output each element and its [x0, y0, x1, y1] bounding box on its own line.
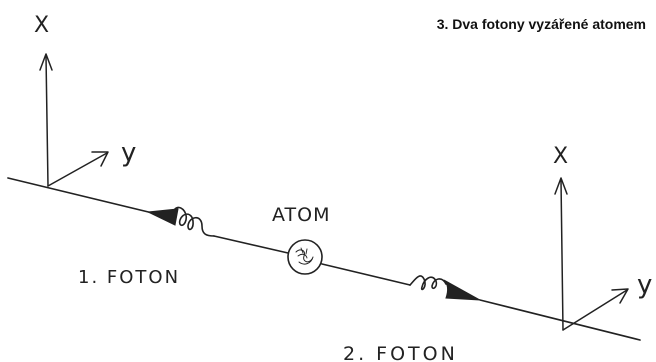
photon-2-wavepacket: [409, 275, 481, 301]
atom-label: ATOM: [272, 204, 330, 226]
right-y-arrowhead: [611, 288, 629, 304]
right-y-axis: [562, 289, 628, 331]
left-x-arrowhead: [39, 53, 53, 71]
right-x-arrowhead: [554, 177, 568, 195]
propagation-line: [7, 177, 641, 341]
left-y-label: y: [121, 138, 136, 168]
left-y-arrowhead: [91, 151, 109, 167]
left-axes: [39, 53, 109, 187]
right-axes: [554, 177, 629, 331]
left-x-label: X: [34, 13, 49, 38]
photon-2-wave: [409, 275, 447, 291]
atom-circle: [287, 239, 323, 275]
photon-1-wave: [174, 206, 215, 237]
photon-1-head: [146, 208, 179, 226]
photon-1-label: 1. FOTON: [78, 267, 180, 288]
left-y-axis: [47, 152, 108, 187]
right-y-label: y: [637, 270, 652, 300]
photon-1-wavepacket: [146, 206, 215, 237]
left-x-axis: [45, 55, 49, 187]
photon-2-label: 2. FOTON: [343, 343, 458, 362]
photon-2-head: [443, 279, 481, 301]
right-x-axis: [560, 179, 564, 331]
right-x-label: X: [553, 144, 568, 169]
figure-title: 3. Dva fotony vyzářené atomem: [437, 16, 646, 32]
